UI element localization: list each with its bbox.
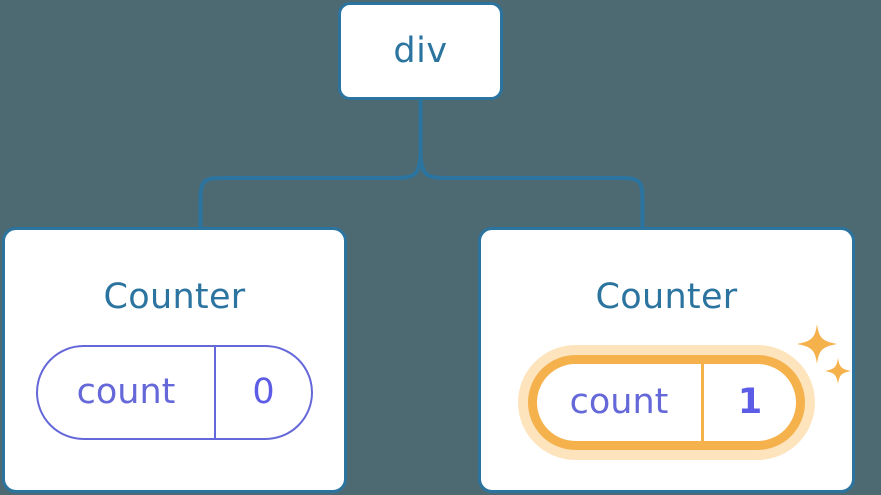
state-pill-highlight-glow: count 1 [518, 345, 815, 460]
root-node-label: div [393, 30, 448, 71]
state-value-label: 1 [737, 382, 763, 422]
state-pill-key-cell: count [537, 364, 704, 441]
state-pill-count-right[interactable]: count 1 [528, 355, 805, 450]
counter-right-title: Counter [595, 277, 738, 317]
state-pill-key-cell: count [38, 347, 216, 438]
state-pill-count-left[interactable]: count 0 [36, 345, 313, 440]
connector-to-left-child [198, 149, 423, 229]
state-key-label: count [569, 382, 669, 422]
state-pill-value-cell: 0 [216, 347, 311, 438]
node-counter-left[interactable]: Counter count 0 [2, 227, 347, 493]
state-key-label: count [76, 372, 176, 412]
counter-left-state-wrap: count 0 [5, 345, 344, 440]
node-counter-right[interactable]: Counter count 1 [478, 227, 855, 493]
node-root-div[interactable]: div [338, 2, 503, 100]
counter-right-state-wrap: count 1 [481, 345, 852, 460]
state-pill-value-cell: 1 [704, 364, 796, 441]
state-value-label: 0 [252, 372, 275, 412]
connector-to-right-child [418, 149, 645, 229]
counter-left-title: Counter [103, 277, 246, 317]
